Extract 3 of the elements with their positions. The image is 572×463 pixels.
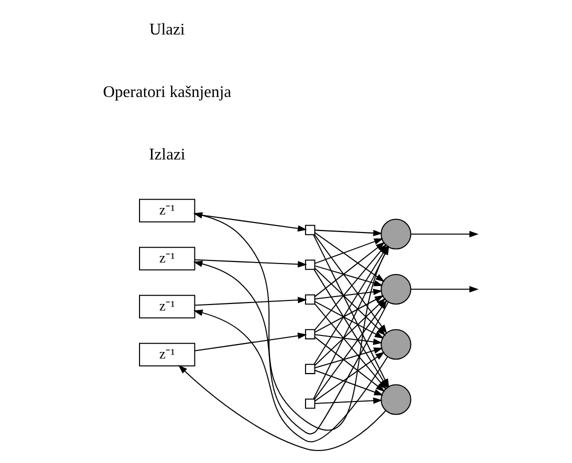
label: Izlazi: [148, 144, 185, 164]
label: Operatori kašnjenja: [102, 82, 231, 101]
label: Ulazi: [148, 20, 184, 39]
